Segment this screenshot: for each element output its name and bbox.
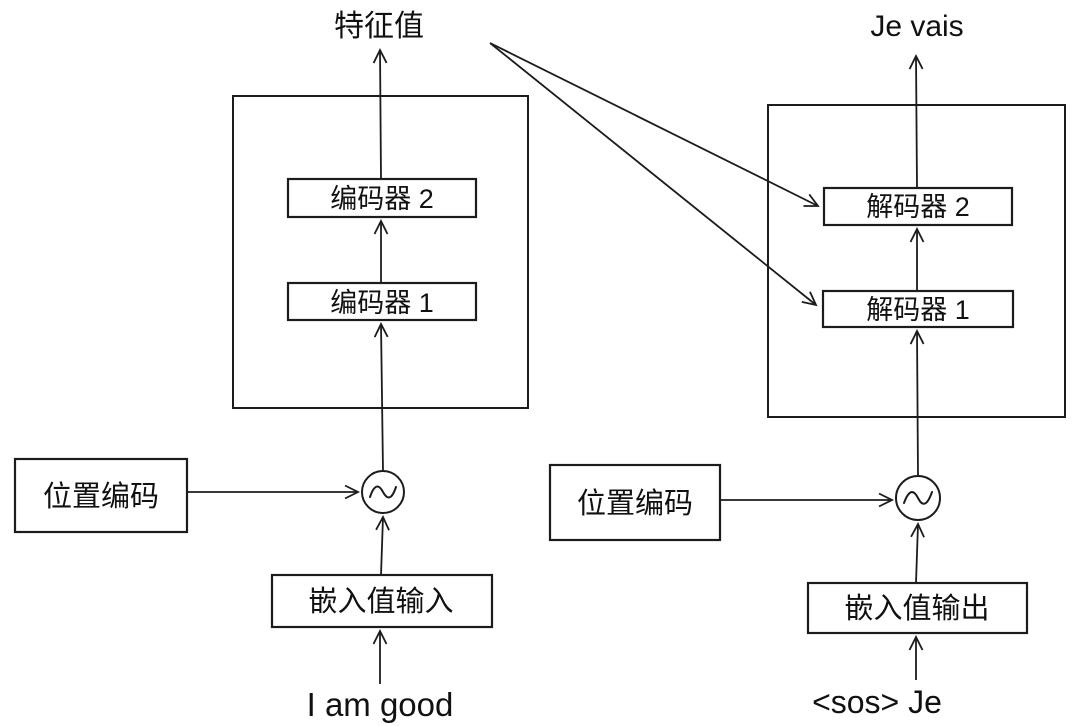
decoder-output-arrow	[908, 53, 924, 189]
combine-to-decoder1-arrow	[909, 328, 925, 477]
pos-encoding-right-label: 位置编码	[577, 487, 693, 520]
pos-encoding-right-box	[548, 463, 722, 542]
embedding-input-box	[270, 573, 494, 629]
embedding-output-box	[806, 581, 1029, 635]
sine-wave-glyph-left	[369, 485, 397, 499]
decoder-2-box	[822, 186, 1014, 227]
encoder-2-box	[286, 177, 478, 219]
sine-wave-icon	[361, 470, 405, 514]
encoder-output-label: 特征值	[334, 10, 424, 43]
pos-encoding-left-box	[13, 457, 189, 534]
decoder-1-label: 解码器 1	[866, 295, 970, 325]
embedding-input-to-combine-arrow	[375, 514, 390, 576]
decoder-2-label: 解码器 2	[866, 192, 970, 222]
encoder-2-label: 编码器 2	[330, 184, 434, 214]
embedding-output-label: 嵌入值输出	[844, 592, 989, 625]
embedding-input-label: 嵌入值输入	[308, 585, 453, 618]
encoder-1-box	[286, 281, 478, 322]
pos-encoding-left-label: 位置编码	[43, 480, 159, 513]
sine-wave-glyph-right	[903, 491, 933, 505]
decoder-1-box	[821, 289, 1015, 329]
features-to-decoder-1-arrow	[489, 42, 818, 307]
sine-wave-icon	[895, 475, 941, 521]
embedding-output-to-combine-arrow	[910, 521, 925, 584]
target-input-text: <sos> Je	[812, 684, 942, 720]
encoder-1-label: 编码器 1	[330, 288, 434, 318]
features-to-decoder-2-arrow	[489, 42, 820, 207]
combine-to-encoder1-arrow	[373, 321, 389, 472]
source-input-text: I am good	[307, 686, 454, 723]
decoder-output-label: Je vais	[870, 10, 963, 43]
encoder-output-arrow	[372, 47, 388, 180]
